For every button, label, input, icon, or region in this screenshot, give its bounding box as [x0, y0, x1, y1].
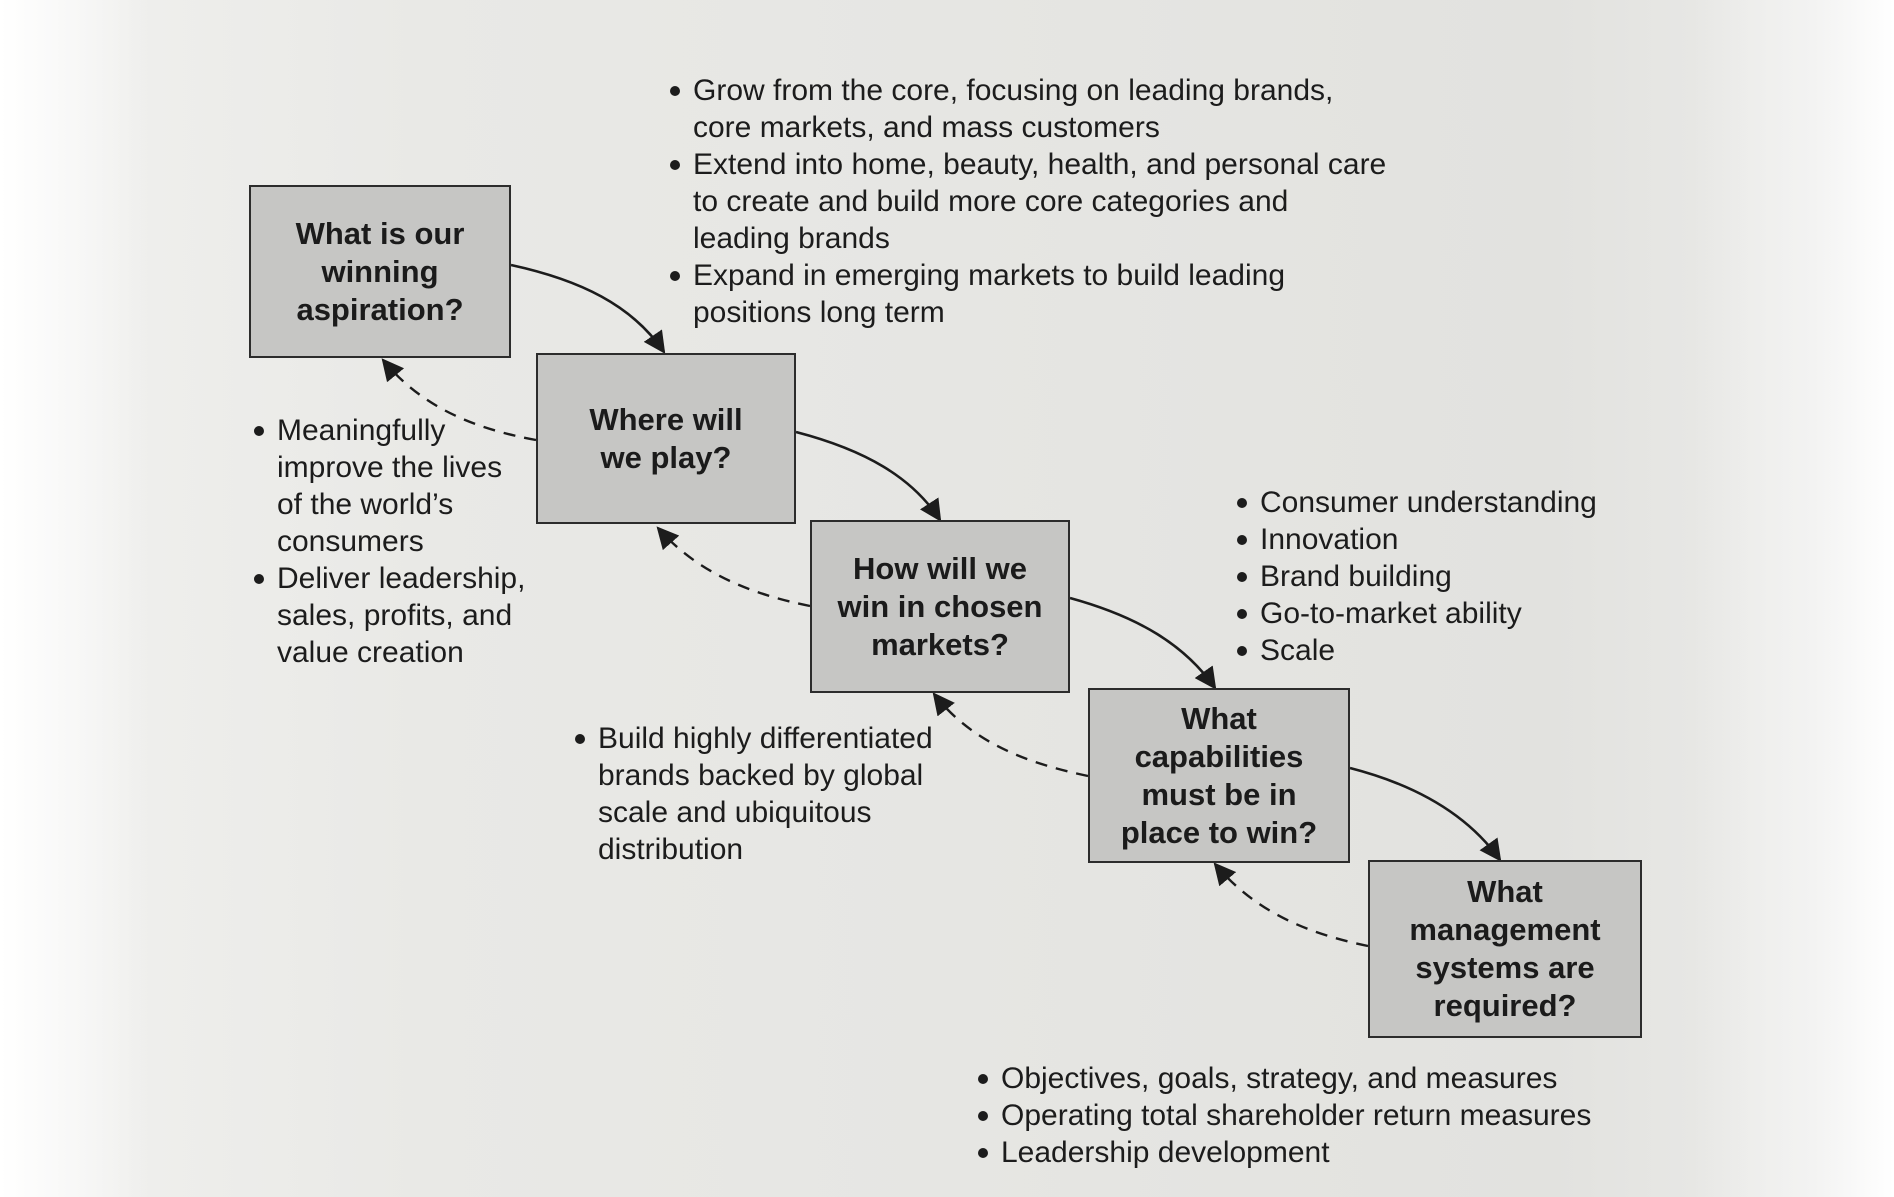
list-item: Deliver leadership, sales, profits, and … [251, 560, 547, 671]
list-item: Grow from the core, focusing on leading … [667, 72, 1387, 146]
box-where-to-play: Where will we play? [536, 353, 796, 524]
notes-where-to-play: Grow from the core, focusing on leading … [667, 72, 1387, 331]
list-item: Consumer understanding [1234, 484, 1664, 521]
feedback-arrow-systems-to-capabilities [1213, 862, 1369, 948]
notes-management-systems: Objectives, goals, strategy, and measure… [975, 1060, 1675, 1171]
arrow-play-to-win [795, 430, 942, 522]
list-item: Brand building [1234, 558, 1664, 595]
list-item: Expand in emerging markets to build lead… [667, 257, 1387, 331]
box-management-systems: What management systems are required? [1368, 860, 1642, 1038]
notes-aspiration: Meaningfully improve the lives of the wo… [251, 412, 551, 671]
box-winning-aspiration: What is our winning aspiration? [249, 185, 511, 358]
arrow-aspiration-to-play [510, 263, 666, 354]
list-item: Extend into home, beauty, health, and pe… [667, 146, 1387, 257]
list-item: Build highly differentiated brands backe… [572, 720, 982, 868]
arrow-capabilities-to-systems [1349, 766, 1502, 862]
list-item: Leadership development [975, 1134, 1675, 1171]
box-capabilities: What capabilities must be in place to wi… [1088, 688, 1350, 863]
arrow-win-to-capabilities [1069, 596, 1217, 690]
notes-how-to-win: Build highly differentiated brands backe… [572, 720, 982, 868]
list-item: Meaningfully improve the lives of the wo… [251, 412, 507, 560]
feedback-arrow-play-to-aspiration [381, 358, 537, 442]
list-item: Innovation [1234, 521, 1664, 558]
page-left-margin [0, 0, 150, 1197]
list-item: Scale [1234, 632, 1664, 669]
notes-capabilities: Consumer understanding Innovation Brand … [1234, 484, 1664, 669]
feedback-arrow-capabilities-to-win [932, 692, 1089, 778]
list-item: Operating total shareholder return measu… [975, 1097, 1675, 1134]
list-item: Go-to-market ability [1234, 595, 1664, 632]
page-right-margin [1694, 0, 1894, 1197]
feedback-arrow-win-to-play [656, 526, 811, 608]
list-item: Objectives, goals, strategy, and measure… [975, 1060, 1675, 1097]
box-how-to-win: How will we win in chosen markets? [810, 520, 1070, 693]
